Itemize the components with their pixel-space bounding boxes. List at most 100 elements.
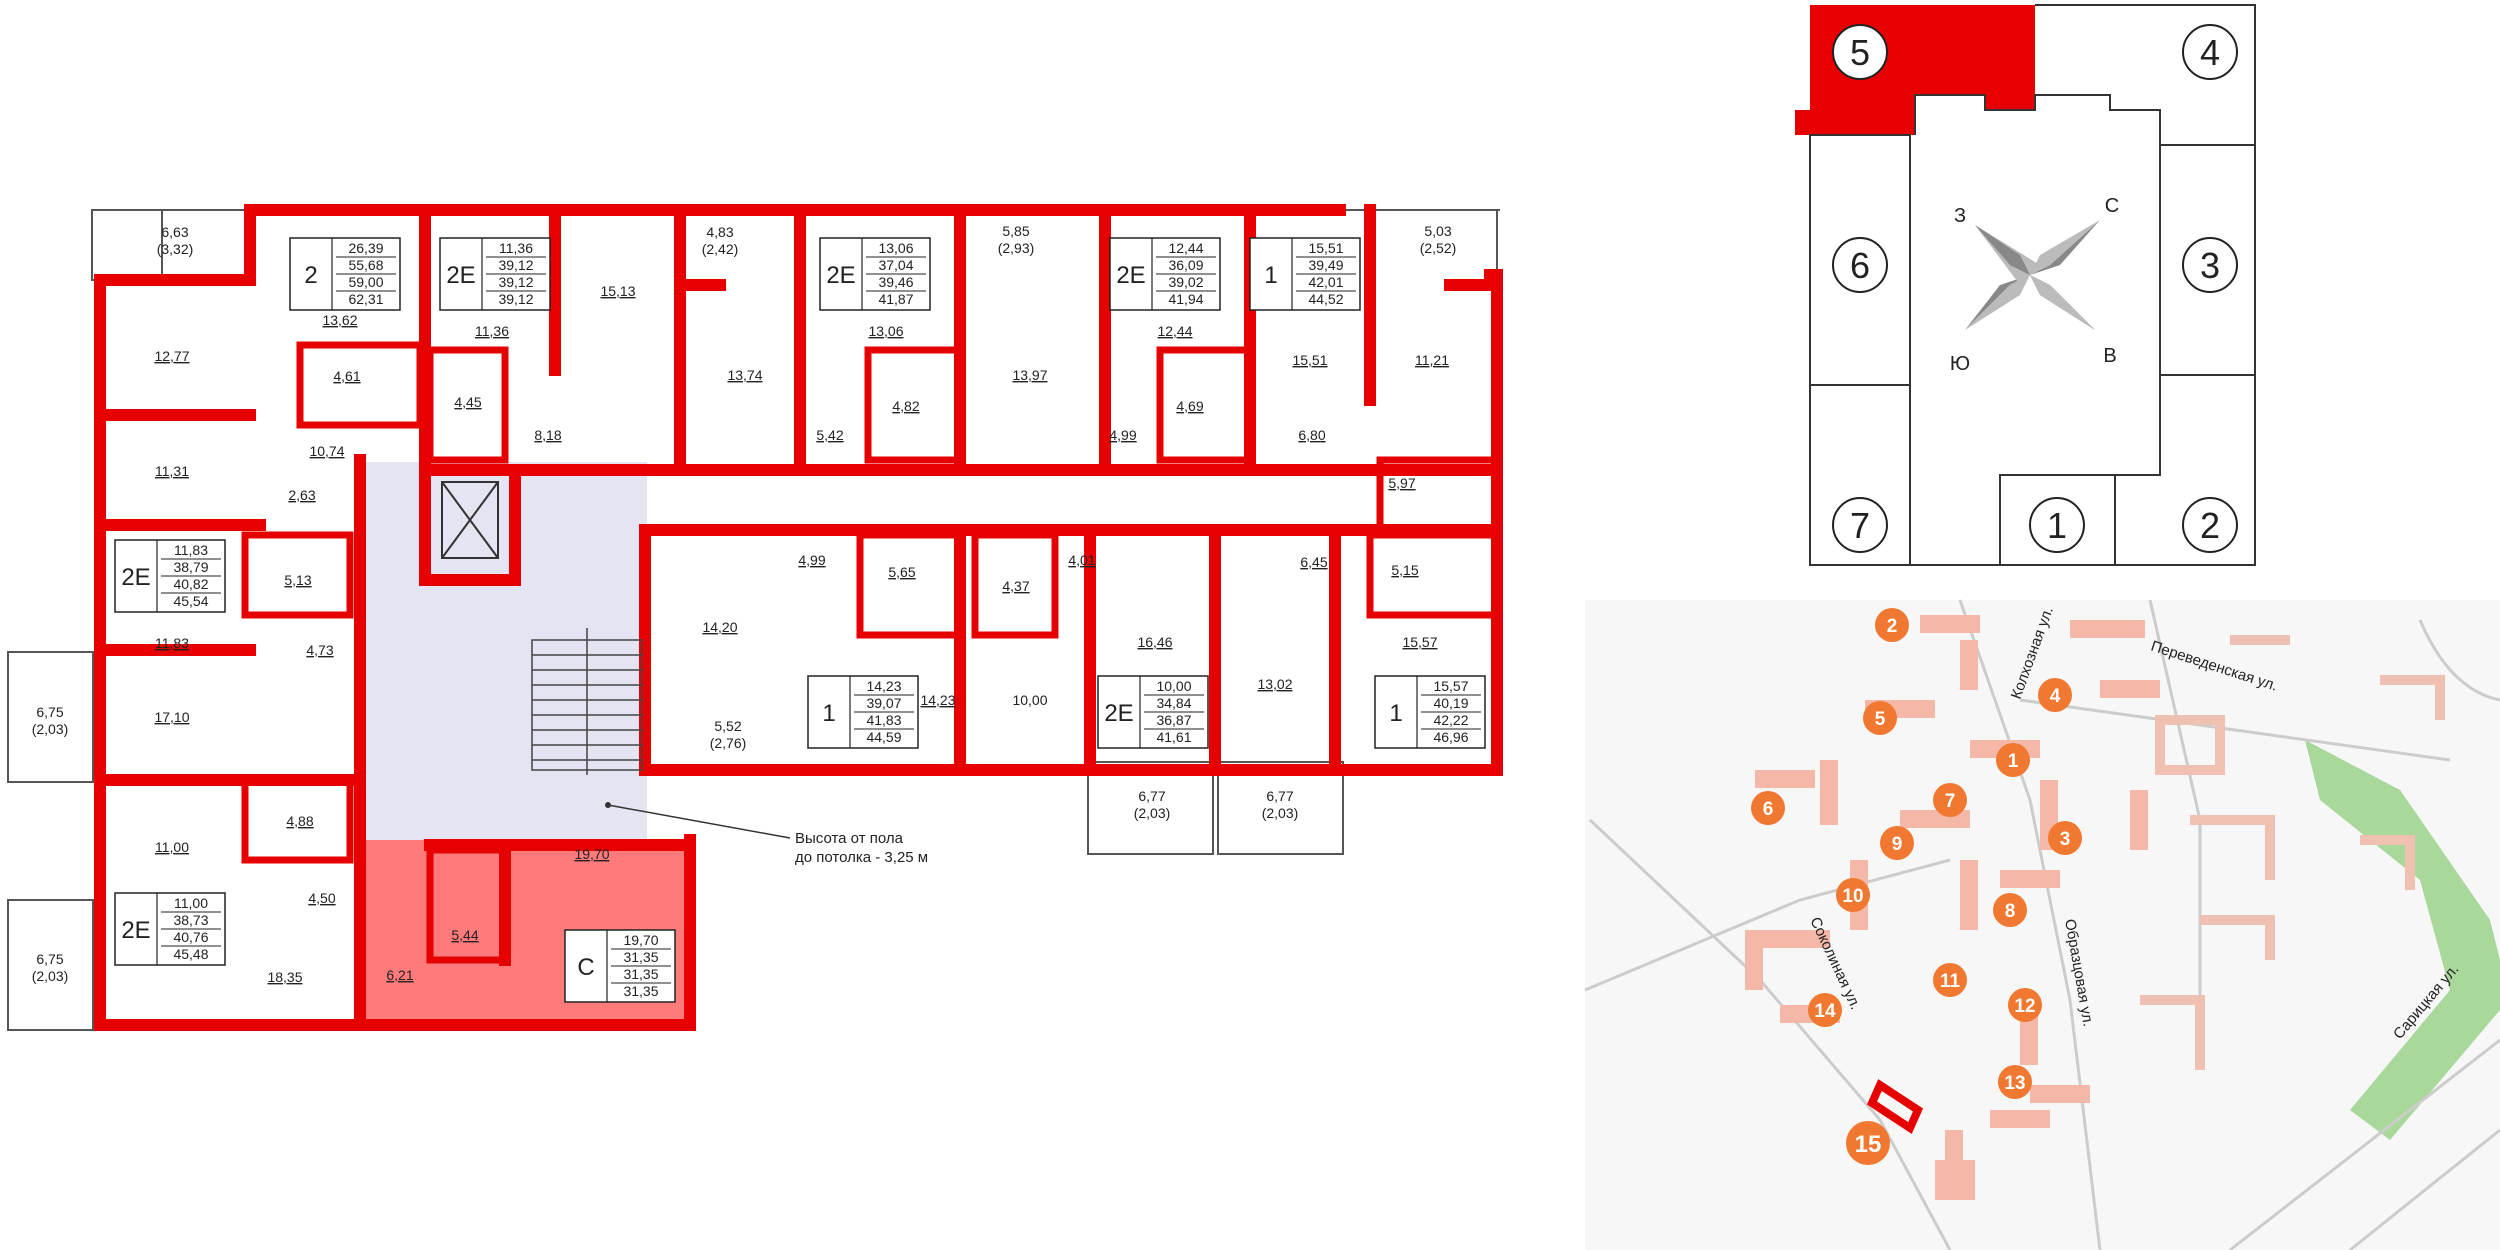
room-area: 11,36 (475, 323, 509, 339)
room-area: 4,37 (1002, 578, 1029, 594)
building-number: 15 (1855, 1131, 1882, 1158)
apartment-area-value: 39,02 (1168, 274, 1203, 290)
apartment-area-value: 14,23 (866, 678, 901, 694)
room-area: 11,31 (155, 463, 189, 479)
svg-text:Высота от пола: Высота от пола (795, 830, 904, 847)
svg-text:5,03: 5,03 (1424, 223, 1451, 239)
building-number: 3 (2060, 829, 2071, 850)
room-area: 4,73 (306, 642, 333, 658)
room-area: (2,76) (710, 735, 747, 751)
building-number: 2 (1887, 616, 1898, 637)
apartment-area-value: 13,06 (878, 240, 913, 256)
svg-text:8,18: 8,18 (534, 427, 561, 443)
room-area: 5,42 (816, 427, 843, 443)
svg-text:11,21: 11,21 (1415, 352, 1449, 368)
apartment-area-value: 39,12 (498, 291, 533, 307)
svg-text:6,45: 6,45 (1300, 554, 1327, 570)
svg-text:6,75: 6,75 (36, 951, 63, 967)
svg-text:5,65: 5,65 (888, 564, 915, 580)
compass-labels: С З Ю В (1950, 195, 2119, 375)
svg-text:5,42: 5,42 (816, 427, 843, 443)
svg-text:11,36: 11,36 (475, 323, 509, 339)
building-number: 8 (2005, 901, 2016, 922)
section-number: 1 (2047, 505, 2067, 546)
svg-text:13,97: 13,97 (1012, 367, 1047, 383)
section-marker-3: 3 (2182, 237, 2238, 293)
apartment-area-value: 36,09 (1168, 257, 1203, 273)
building-marker-4: 4 (2038, 678, 2072, 712)
svg-text:4,82: 4,82 (892, 398, 919, 414)
apartment-type: 2E (826, 262, 855, 289)
room-area: 13,97 (1012, 367, 1047, 383)
apartment-area-value: 41,83 (866, 712, 901, 728)
apartment-area-value: 46,96 (1433, 729, 1468, 745)
room-area: (3,32) (157, 241, 194, 257)
svg-text:6,77: 6,77 (1138, 788, 1165, 804)
apartment-area-value: 10,00 (1156, 678, 1191, 694)
room-area: 6,75 (36, 704, 63, 720)
room-area: 13,06 (868, 323, 903, 339)
site-map: Колхозная ул. Переведенская ул. Соколина… (1584, 599, 2500, 1250)
apartment-area-value: 39,07 (866, 695, 901, 711)
svg-text:15,51: 15,51 (1292, 352, 1327, 368)
site-roads (1584, 599, 2500, 1250)
building-number: 10 (1842, 886, 1863, 907)
building-marker-15: 15 (1846, 1121, 1890, 1165)
room-area: 14,23 (920, 692, 955, 708)
apartment-area-value: 40,19 (1433, 695, 1468, 711)
ceiling-note-line1: Высота от пола (795, 830, 904, 847)
ceiling-note-line2: до потолка - 3,25 м (795, 849, 928, 866)
building-number: 13 (2004, 1073, 2025, 1094)
svg-text:5,13: 5,13 (284, 572, 311, 588)
room-area: 4,50 (308, 890, 335, 906)
apartment-type: 2E (121, 564, 150, 591)
compass-north: С (2105, 195, 2119, 217)
room-area: 2,63 (288, 487, 315, 503)
svg-text:Ю: Ю (1950, 353, 1970, 375)
room-area: 5,97 (1388, 475, 1415, 491)
room-area: (2,52) (1420, 240, 1457, 256)
apartment-area-value: 39,12 (498, 274, 533, 290)
svg-text:(2,03): (2,03) (1262, 805, 1299, 821)
room-area: 6,77 (1138, 788, 1165, 804)
svg-text:(2,03): (2,03) (32, 721, 69, 737)
svg-text:11,31: 11,31 (155, 463, 189, 479)
svg-text:(2,93): (2,93) (998, 240, 1035, 256)
apartment-area-value: 31,35 (623, 949, 658, 965)
compass-icon (1965, 220, 2100, 330)
svg-text:12,44: 12,44 (1157, 323, 1192, 339)
svg-text:5,52: 5,52 (714, 718, 741, 734)
section-outlines (1809, 4, 2256, 566)
building-marker-8: 8 (1993, 893, 2027, 927)
apartment-area-value: 39,12 (498, 257, 533, 273)
building-number: 1 (2008, 751, 2019, 772)
section-marker-5: 5 (1832, 24, 1888, 80)
svg-text:4,88: 4,88 (286, 813, 313, 829)
svg-text:С: С (2105, 195, 2119, 217)
room-area: 15,57 (1402, 634, 1437, 650)
apartment-legends: 226,3955,6859,0062,312E11,3639,1239,1239… (114, 237, 1486, 1003)
selected-building-outline (1866, 1079, 1924, 1134)
svg-text:13,74: 13,74 (727, 367, 762, 383)
apartment-area-value: 26,39 (348, 240, 383, 256)
room-area: 4,01 (1068, 552, 1095, 568)
section-marker-7: 7 (1832, 497, 1888, 553)
svg-text:4,99: 4,99 (1109, 427, 1136, 443)
apartment-area-value: 45,54 (173, 593, 208, 609)
room-area: 13,74 (727, 367, 762, 383)
apartment-area-value: 37,04 (878, 257, 913, 273)
ceiling-note-leader (605, 802, 791, 839)
room-area: 11,21 (1415, 352, 1449, 368)
svg-text:15,57: 15,57 (1402, 634, 1437, 650)
svg-text:6,75: 6,75 (36, 704, 63, 720)
building-number: 11 (1940, 971, 1961, 992)
apartment-type: C (577, 954, 594, 981)
building-marker-2: 2 (1875, 608, 1909, 642)
apartment-area-value: 11,36 (499, 240, 533, 256)
room-area: 17,10 (154, 709, 189, 725)
svg-text:6,80: 6,80 (1298, 427, 1325, 443)
room-area: 4,83 (706, 224, 733, 240)
